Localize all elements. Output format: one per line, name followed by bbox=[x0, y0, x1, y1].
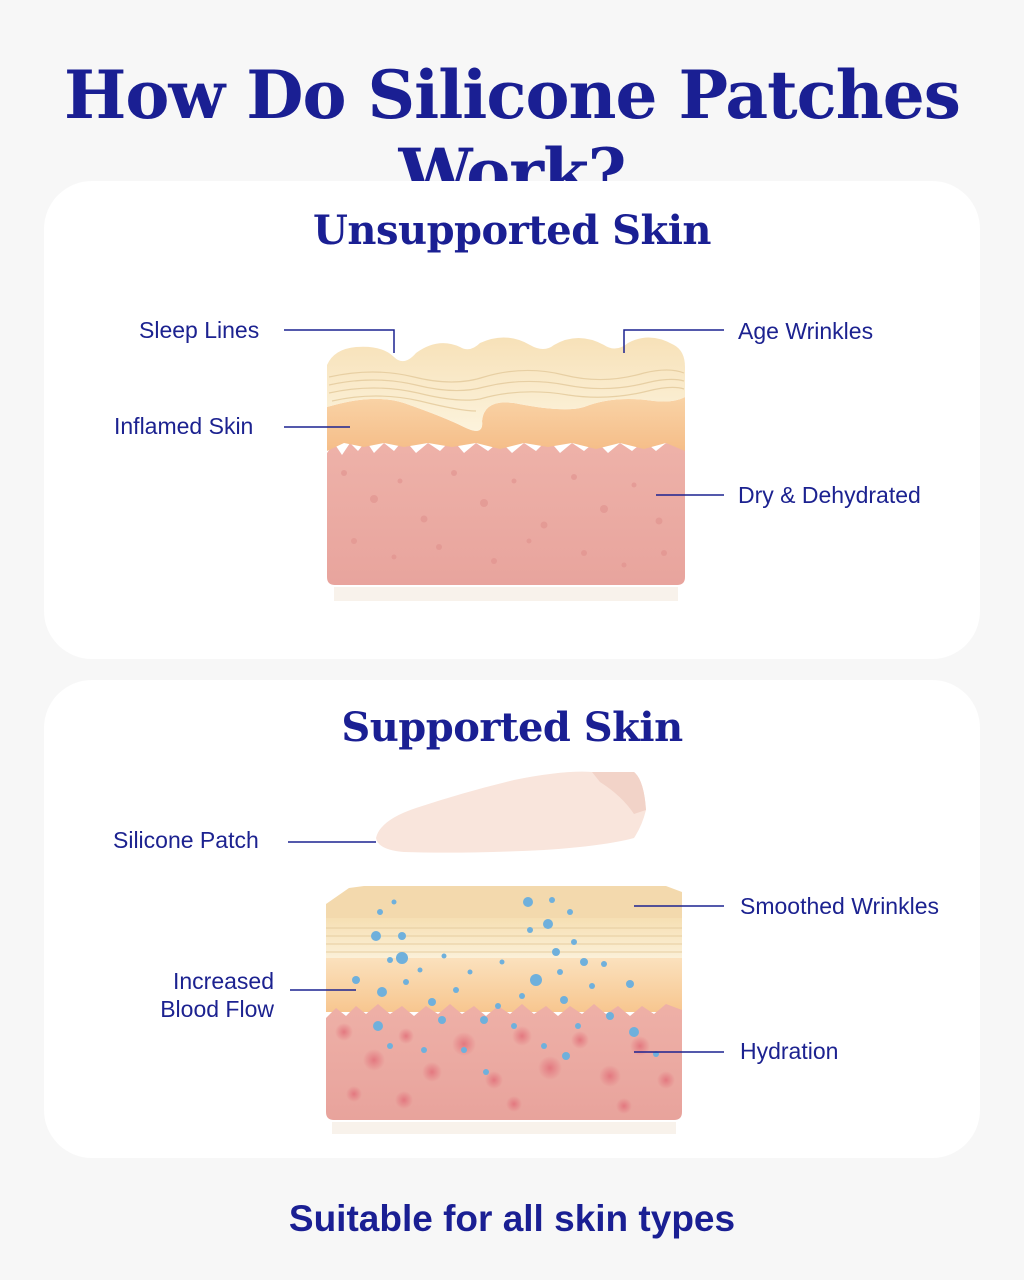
label-silicone-patch: Silicone Patch bbox=[113, 827, 259, 853]
hydration-droplets bbox=[352, 897, 659, 1075]
epidermis-lines bbox=[328, 369, 685, 412]
page-title: How Do Silicone Patches Work? bbox=[64, 56, 961, 212]
silicone-patch bbox=[376, 771, 646, 853]
label-sleep-lines: Sleep Lines bbox=[139, 317, 260, 343]
epidermis-top bbox=[326, 886, 682, 920]
leader-lines bbox=[284, 329, 724, 496]
label-blood-flow-line2: Blood Flow bbox=[160, 996, 274, 1022]
supported-skin-heading: Supported Skin bbox=[341, 704, 683, 751]
block-shadow bbox=[332, 1122, 676, 1134]
supported-skin-illustration bbox=[288, 771, 724, 1134]
footer-tagline: Suitable for all skin types bbox=[288, 1198, 736, 1239]
unsupported-skin-heading: Unsupported Skin bbox=[313, 207, 711, 254]
label-smoothed-wrinkles: Smoothed Wrinkles bbox=[740, 893, 939, 919]
unsupported-skin-illustration bbox=[284, 329, 724, 601]
label-increased-line1: Increased bbox=[172, 968, 274, 994]
label-hydration: Hydration bbox=[740, 1038, 839, 1064]
leader-lines bbox=[288, 841, 724, 1053]
unsupported-skin-card: Unsupported Skin bbox=[44, 181, 980, 659]
supported-skin-card: Supported Skin bbox=[44, 680, 980, 1158]
blood-flow-dots bbox=[335, 1023, 675, 1114]
inflamed-layer bbox=[327, 397, 685, 451]
dermis-layer bbox=[326, 1004, 682, 1120]
epidermis-lines bbox=[326, 927, 682, 953]
silicone-patch-fold bbox=[592, 772, 646, 814]
dermis-orange-layer bbox=[326, 958, 682, 1012]
label-dry-dehydrated: Dry & Dehydrated bbox=[738, 482, 921, 508]
label-inflamed-skin: Inflamed Skin bbox=[114, 413, 254, 439]
block-shadow bbox=[334, 587, 678, 601]
dermis-dots bbox=[341, 470, 667, 568]
epidermis-layer bbox=[327, 337, 685, 431]
dermis-layer bbox=[327, 439, 685, 585]
label-age-wrinkles: Age Wrinkles bbox=[738, 318, 874, 344]
epidermis-layer bbox=[326, 918, 682, 958]
